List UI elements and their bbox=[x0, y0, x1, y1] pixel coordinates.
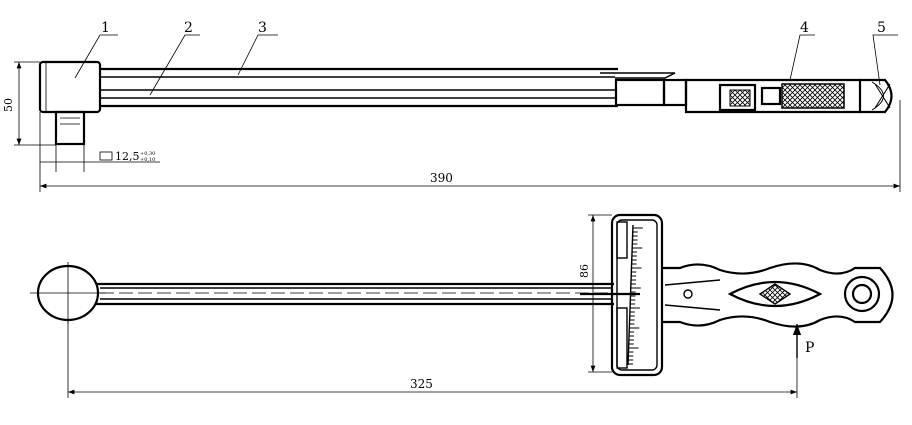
dim-86-label: 86 bbox=[578, 264, 591, 278]
grip-handle bbox=[662, 262, 894, 328]
dim-390-label: 390 bbox=[430, 171, 453, 185]
dimension-length-390: 390 bbox=[39, 100, 901, 192]
dimension-length-325: 325 bbox=[67, 320, 798, 398]
dial-scale bbox=[610, 213, 664, 377]
callout-3: 3 bbox=[258, 20, 267, 36]
callout-5: 5 bbox=[877, 20, 886, 36]
dim-325-label: 325 bbox=[410, 377, 433, 391]
callout-1: 1 bbox=[101, 20, 110, 36]
wrench-handle bbox=[614, 78, 893, 114]
callout-leaders: 1 2 3 4 5 bbox=[74, 20, 898, 96]
top-view: 1 2 3 4 5 50 12,5 +0,30 +0,10 390 bbox=[2, 20, 901, 192]
tolerance-lower: +0,10 bbox=[140, 157, 155, 163]
bottom-view: 86 325 P bbox=[30, 213, 894, 398]
dim-50-label: 50 bbox=[2, 98, 15, 112]
force-arrow: P bbox=[792, 324, 814, 358]
dimension-height-50: 50 bbox=[2, 61, 56, 146]
wrench-head bbox=[38, 60, 102, 146]
wrench-bar bbox=[100, 67, 676, 108]
tolerance-upper: +0,30 bbox=[140, 151, 155, 157]
force-label: P bbox=[805, 340, 814, 356]
square-drive-dimension: 12,5 +0,30 +0,10 bbox=[40, 145, 160, 172]
beam-shaft bbox=[96, 282, 640, 306]
dimension-dial-86: 86 bbox=[578, 214, 612, 373]
callout-4: 4 bbox=[800, 20, 809, 36]
square-drive-label: 12,5 bbox=[115, 150, 140, 163]
callout-2: 2 bbox=[184, 20, 193, 36]
